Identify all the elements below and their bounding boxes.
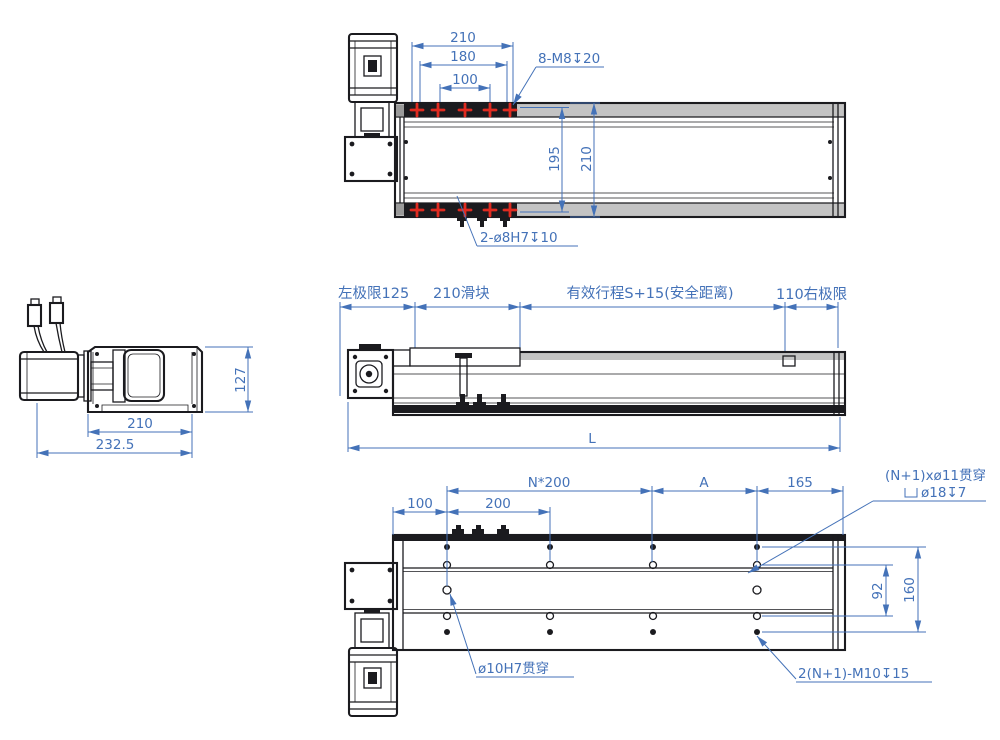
side-view-body [346, 344, 847, 417]
dim-pitch: N*200 [528, 475, 571, 491]
label-stroke: 有效行程S+15(安全距离) [566, 284, 733, 302]
counterbore-icon [904, 488, 918, 498]
belt-housing [122, 348, 166, 403]
dim-180: 180 [450, 49, 476, 65]
end-view-rail-section [86, 345, 204, 414]
dim-165: 165 [787, 475, 813, 491]
sensor-screws [457, 217, 510, 227]
side-view-flange [346, 344, 395, 400]
label-right-limit: 110右极限 [776, 286, 847, 303]
top-view-dimensions: 210 180 100 8-M8↧20 195 210 2-ø8H7↧10 [411, 30, 604, 247]
limit-stopper [782, 355, 796, 367]
top-view-rail [393, 101, 847, 227]
dim-100: 100 [452, 72, 478, 88]
callout-carriage-taps: 8-M8↧20 [538, 51, 600, 67]
bottom-hole-pattern [442, 544, 762, 635]
bottom-sensor-tabs [452, 525, 509, 535]
dim-slider-length: 210 [450, 30, 476, 46]
side-view-dimensions-top: 左极限125 210滑块 有效行程S+15(安全距离) 110右极限 [338, 284, 847, 396]
callout-counterbore: ø18↧7 [921, 485, 966, 501]
top-view: 210 180 100 8-M8↧20 195 210 2-ø8H7↧10 [343, 30, 847, 247]
end-view: 127 210 232.5 [18, 296, 253, 458]
motor-bracket [354, 101, 390, 138]
side-view: 左极限125 210滑块 有效行程S+15(安全距离) 110右极限 [338, 284, 847, 452]
mount-hole-markers [409, 102, 518, 218]
end-view-cables [26, 296, 66, 353]
dim-A: A [699, 475, 709, 491]
callout-dowel-holes: 2-ø8H7↧10 [480, 230, 558, 246]
end-view-motor [18, 349, 126, 403]
bottom-view-body [391, 525, 847, 652]
dim-width-inner: 195 [547, 146, 563, 172]
motor-flange [343, 135, 399, 183]
label-slider: 210滑块 [433, 285, 490, 302]
dim-width-outer: 210 [579, 146, 595, 172]
callout-taps: 2(N+1)-M10↧15 [798, 666, 909, 682]
bottom-view-motor [343, 561, 399, 718]
dim-total-length: L [588, 431, 596, 447]
bottom-view-dimensions: N*200 A 165 100 200 (N+1)xø11贯穿 ø18↧7 92… [392, 468, 986, 683]
bottom-view: N*200 A 165 100 200 (N+1)xø11贯穿 ø18↧7 92… [343, 468, 986, 718]
dim-160: 160 [902, 577, 918, 603]
dim-total-width: 232.5 [96, 437, 135, 453]
side-view-length-dim: L [347, 402, 841, 452]
dim-200: 200 [485, 496, 511, 512]
dim-92: 92 [870, 582, 886, 599]
dim-100: 100 [407, 496, 433, 512]
callout-dowel: ø10H7贯穿 [478, 661, 549, 677]
callout-through-holes: (N+1)xø11贯穿 [885, 468, 986, 484]
top-view-motor [343, 32, 399, 183]
label-left-limit: 左极限125 [338, 285, 409, 302]
dim-body-width: 210 [127, 416, 153, 432]
end-view-dimensions: 127 210 232.5 [36, 346, 253, 458]
side-sensor-screws [456, 394, 510, 409]
dim-height: 127 [233, 367, 249, 393]
